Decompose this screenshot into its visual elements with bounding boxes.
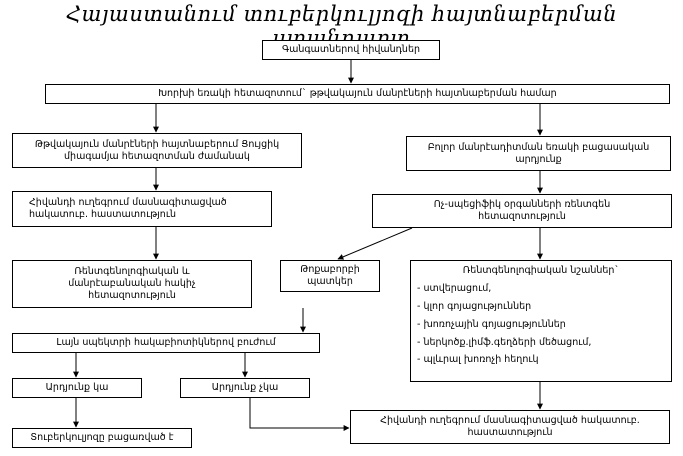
box-xray-micro-text: Ռենտգենոլոգիական և մանրէաբանական հակիչ հ… xyxy=(68,266,196,301)
box-nonspecific-eval: Ոչ-սպեցիֆիկ օրգանների ռենտգեն հետազոտութ… xyxy=(372,194,672,228)
xray-sign-item: - ստվերացում, xyxy=(417,282,492,294)
box-result-yes: Արդյունք կա xyxy=(12,378,142,398)
xray-sign-item: - խոռոչային գոյացություններ xyxy=(417,318,566,330)
box-tb-excluded: Տուբերկուլյոզը բացառված է xyxy=(12,428,192,448)
box-result-no: Արդյունք չկա xyxy=(180,378,310,398)
box-antibiotic-course-text: Լայն սպեկտրի հակաբիոտիկներով բուժում xyxy=(56,337,276,349)
box-result-no-text: Արդյունք չկա xyxy=(211,382,279,394)
box-examine-cough-text: Խորխի եռակի հետազոտում` թթվակայուն մանրէ… xyxy=(158,88,557,100)
box-lung-samples-text: Թոքաբորբի պատկեր xyxy=(300,264,360,287)
box-sick-treat: Հիվանդի ուղեգրում մասնագիտացված հակատուբ… xyxy=(12,191,272,227)
diagram-title: Հայաստանում տուբերկուլյոզի հայտնաբերման … xyxy=(65,2,618,50)
box-result-yes-text: Արդյունք կա xyxy=(45,382,109,394)
box-sick-treat-final: Հիվանդի ուղեգրում մասնագիտացված հակատուբ… xyxy=(350,410,670,444)
box-xray-signs: Ռենտգենոլոգիական նշաններ` - ստվերացում, … xyxy=(410,260,672,382)
box-complaints-text: Գանգատներով հիվանդներ xyxy=(281,44,420,56)
box-examine-cough: Խորխի եռակի հետազոտում` թթվակայուն մանրէ… xyxy=(45,84,670,104)
box-lung-samples: Թոքաբորբի պատկեր xyxy=(280,260,380,292)
box-nonspecific-eval-text: Ոչ-սպեցիֆիկ օրգանների ռենտգեն հետազոտութ… xyxy=(433,199,611,222)
xray-signs-title: Ռենտգենոլոգիական նշաններ` xyxy=(462,265,620,276)
box-xray-micro: Ռենտգենոլոգիական և մանրէաբանական հակիչ հ… xyxy=(12,260,252,308)
box-antibiotic-course: Լայն սպեկտրի հակաբիոտիկներով բուժում xyxy=(12,333,320,353)
box-negative-result: Բոլոր մանրէադիտման եռակի բացասական արդյո… xyxy=(406,136,671,171)
box-sick-treat-final-text: Հիվանդի ուղեգրում մասնագիտացված հակատուբ… xyxy=(380,415,640,438)
box-negative-result-text: Բոլոր մանրէադիտման եռակի բացասական արդյո… xyxy=(427,141,650,165)
arrow-nonspecific-to-lung xyxy=(337,227,413,260)
xray-sign-item: - պլևրալ խոռոչի հեղուկ xyxy=(417,354,539,366)
arrow-no-to-final xyxy=(249,398,350,431)
xray-sign-item: - կլոր գոյացություններ xyxy=(417,300,532,312)
box-complaints: Գանգատներով հիվանդներ xyxy=(262,40,440,60)
box-tb-excluded-text: Տուբերկուլյոզը բացառված է xyxy=(30,432,174,444)
xray-sign-item: - ներկոծք.լիմֆ.գեղձերի մեծացում, xyxy=(417,336,592,348)
box-sick-treat-text: Հիվանդի ուղեգրում մասնագիտացված հակատուբ… xyxy=(29,197,227,220)
box-acid-fast-found-text: Թթվակայուն մանրէների հայտնաբերում Ցույցի… xyxy=(34,138,280,162)
xray-signs-list: - ստվերացում, - կլոր գոյացություններ - խ… xyxy=(417,283,665,366)
box-acid-fast-found: Թթվակայուն մանրէների հայտնաբերում Ցույցի… xyxy=(12,133,302,168)
